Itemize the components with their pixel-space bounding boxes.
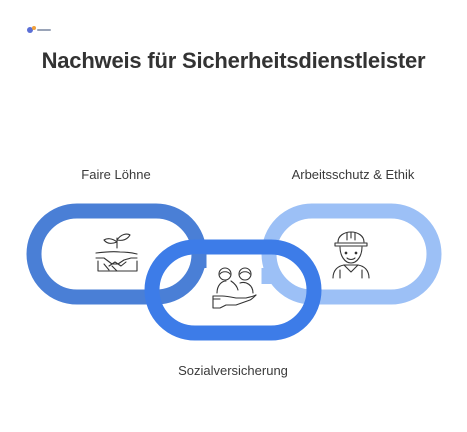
people-hand-icon xyxy=(212,267,257,309)
page-title: Nachweis für Sicherheitsdienstleister xyxy=(41,48,426,73)
label-arbeitsschutz-ethik: Arbeitsschutz & Ethik xyxy=(291,167,415,182)
logo-icon xyxy=(27,26,51,33)
hardhat-worker-icon xyxy=(332,231,370,279)
label-sozialversicherung: Sozialversicherung xyxy=(178,363,288,378)
label-faire-loehne: Faire Löhne xyxy=(81,167,151,182)
handshake-plant-icon xyxy=(95,233,138,272)
chain-link-sozialversicherung xyxy=(144,239,322,341)
